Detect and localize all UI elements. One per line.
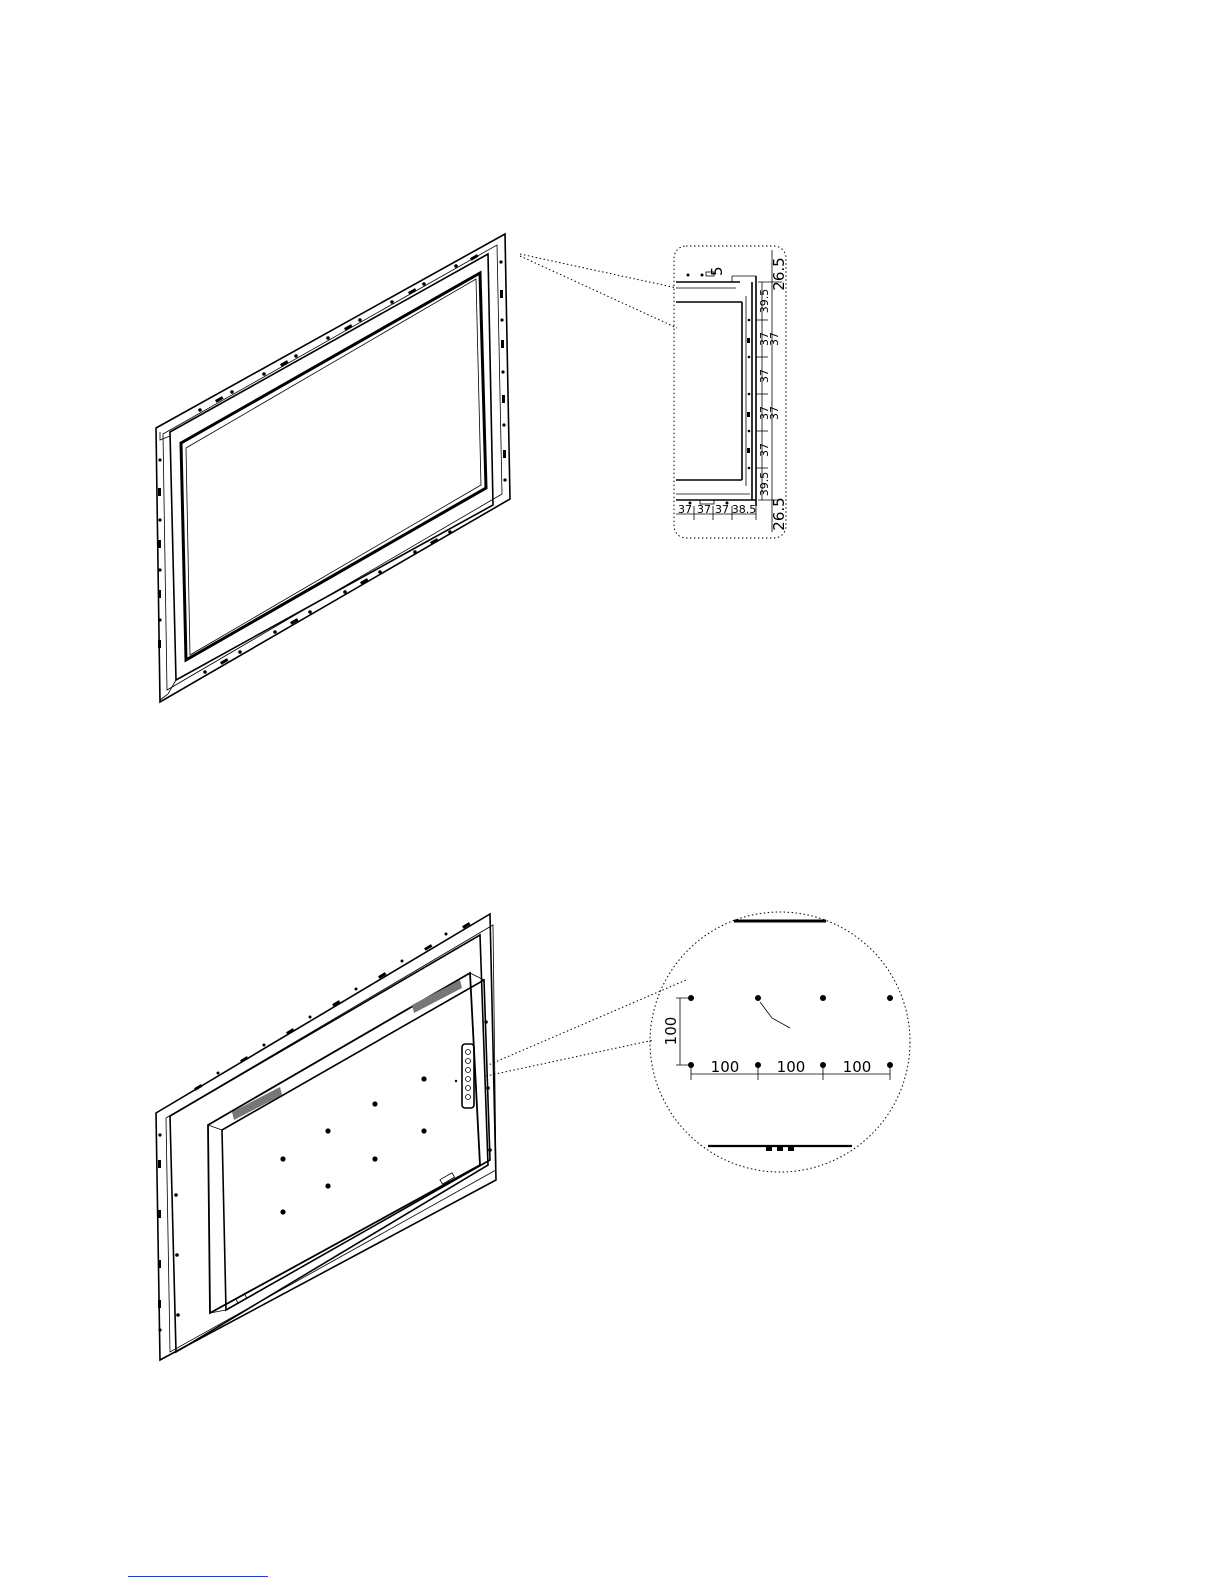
right-pitch-label: 39.5 [758,289,771,314]
front-callout-line-bottom [520,256,677,328]
rear-vesa-holes [280,1076,426,1214]
rear-monitor-view [156,914,496,1360]
right-pitch-label: 39.5 [758,472,771,497]
bottom-pitch-label: 37 [715,503,729,516]
right-pitch-label: 37 [768,406,781,420]
top-offset-label: 5 [708,266,726,276]
vesa-horizontal-label: 100 [711,1058,740,1076]
bottom-pitch-label: 38.5 [732,503,757,516]
rear-control-buttons [455,1044,474,1108]
bottom-pitch-labels: 37 37 37 38.5 [678,503,756,516]
vesa-vertical-label: 100 [662,1017,680,1046]
right-pitch-label: 37 [758,443,771,457]
front-monitor-view [156,234,510,702]
front-bottom-edge-holes [203,530,452,674]
top-margin-label: 26.5 [770,257,788,290]
vesa-horizontal-label: 100 [843,1058,872,1076]
front-corner-detail: 5 26.5 26.5 39.5 37 37 37 37 37 37 39.5 … [674,246,788,538]
right-pitch-label: 37 [758,369,771,383]
front-top-edge-holes [198,254,478,412]
rear-vents [232,980,462,1120]
vesa-detail: 100 100 100 100 [650,912,910,1172]
right-pitch-label: 37 [768,332,781,346]
footer-rule [128,1576,268,1577]
vesa-horizontal-label: 100 [777,1058,806,1076]
front-callout-line-top [520,254,677,288]
bottom-pitch-label: 37 [678,503,692,516]
rear-callout-line-bottom [486,1040,654,1076]
bottom-margin-label: 26.5 [770,497,788,530]
bottom-pitch-label: 37 [697,503,711,516]
rear-callout-line-top [486,980,686,1066]
